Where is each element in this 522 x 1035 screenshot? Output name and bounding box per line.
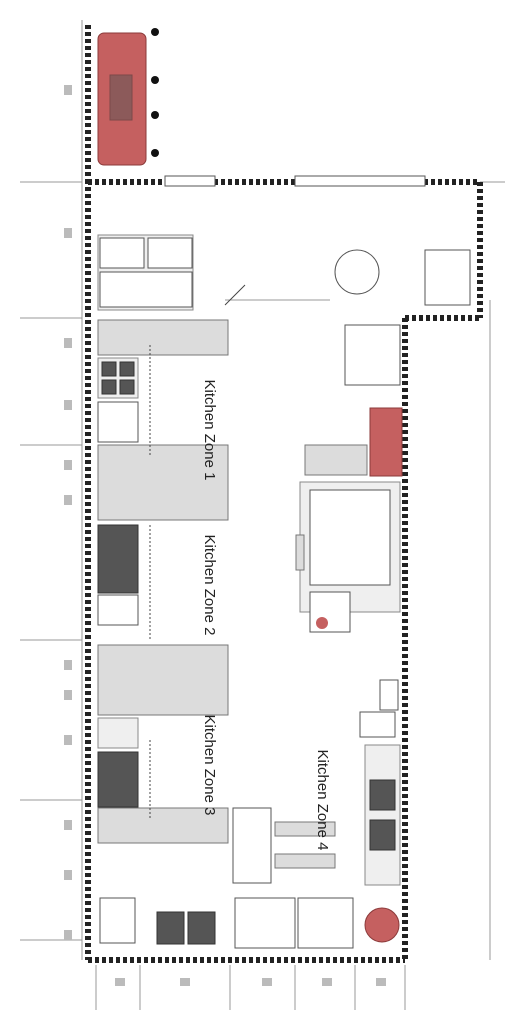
zone-label-3: Kitchen Zone 3 [201, 715, 218, 816]
dimension-lines [20, 20, 505, 1010]
building-walls [85, 175, 483, 963]
dimension-ticks [64, 85, 386, 986]
zone-label-2: Kitchen Zone 2 [201, 535, 218, 636]
counters-left [97, 319, 229, 844]
zone-4-equipment [99, 744, 401, 949]
zone-2-equipment [97, 524, 151, 640]
top-storage-block [85, 25, 159, 180]
zone-label-4: Kitchen Zone 4 [314, 750, 331, 851]
zone-label-1: Kitchen Zone 1 [201, 380, 218, 481]
central-island [295, 324, 403, 738]
dining-area [97, 234, 471, 311]
zone-3-equipment [97, 717, 151, 820]
zone-1-equipment [97, 345, 151, 455]
